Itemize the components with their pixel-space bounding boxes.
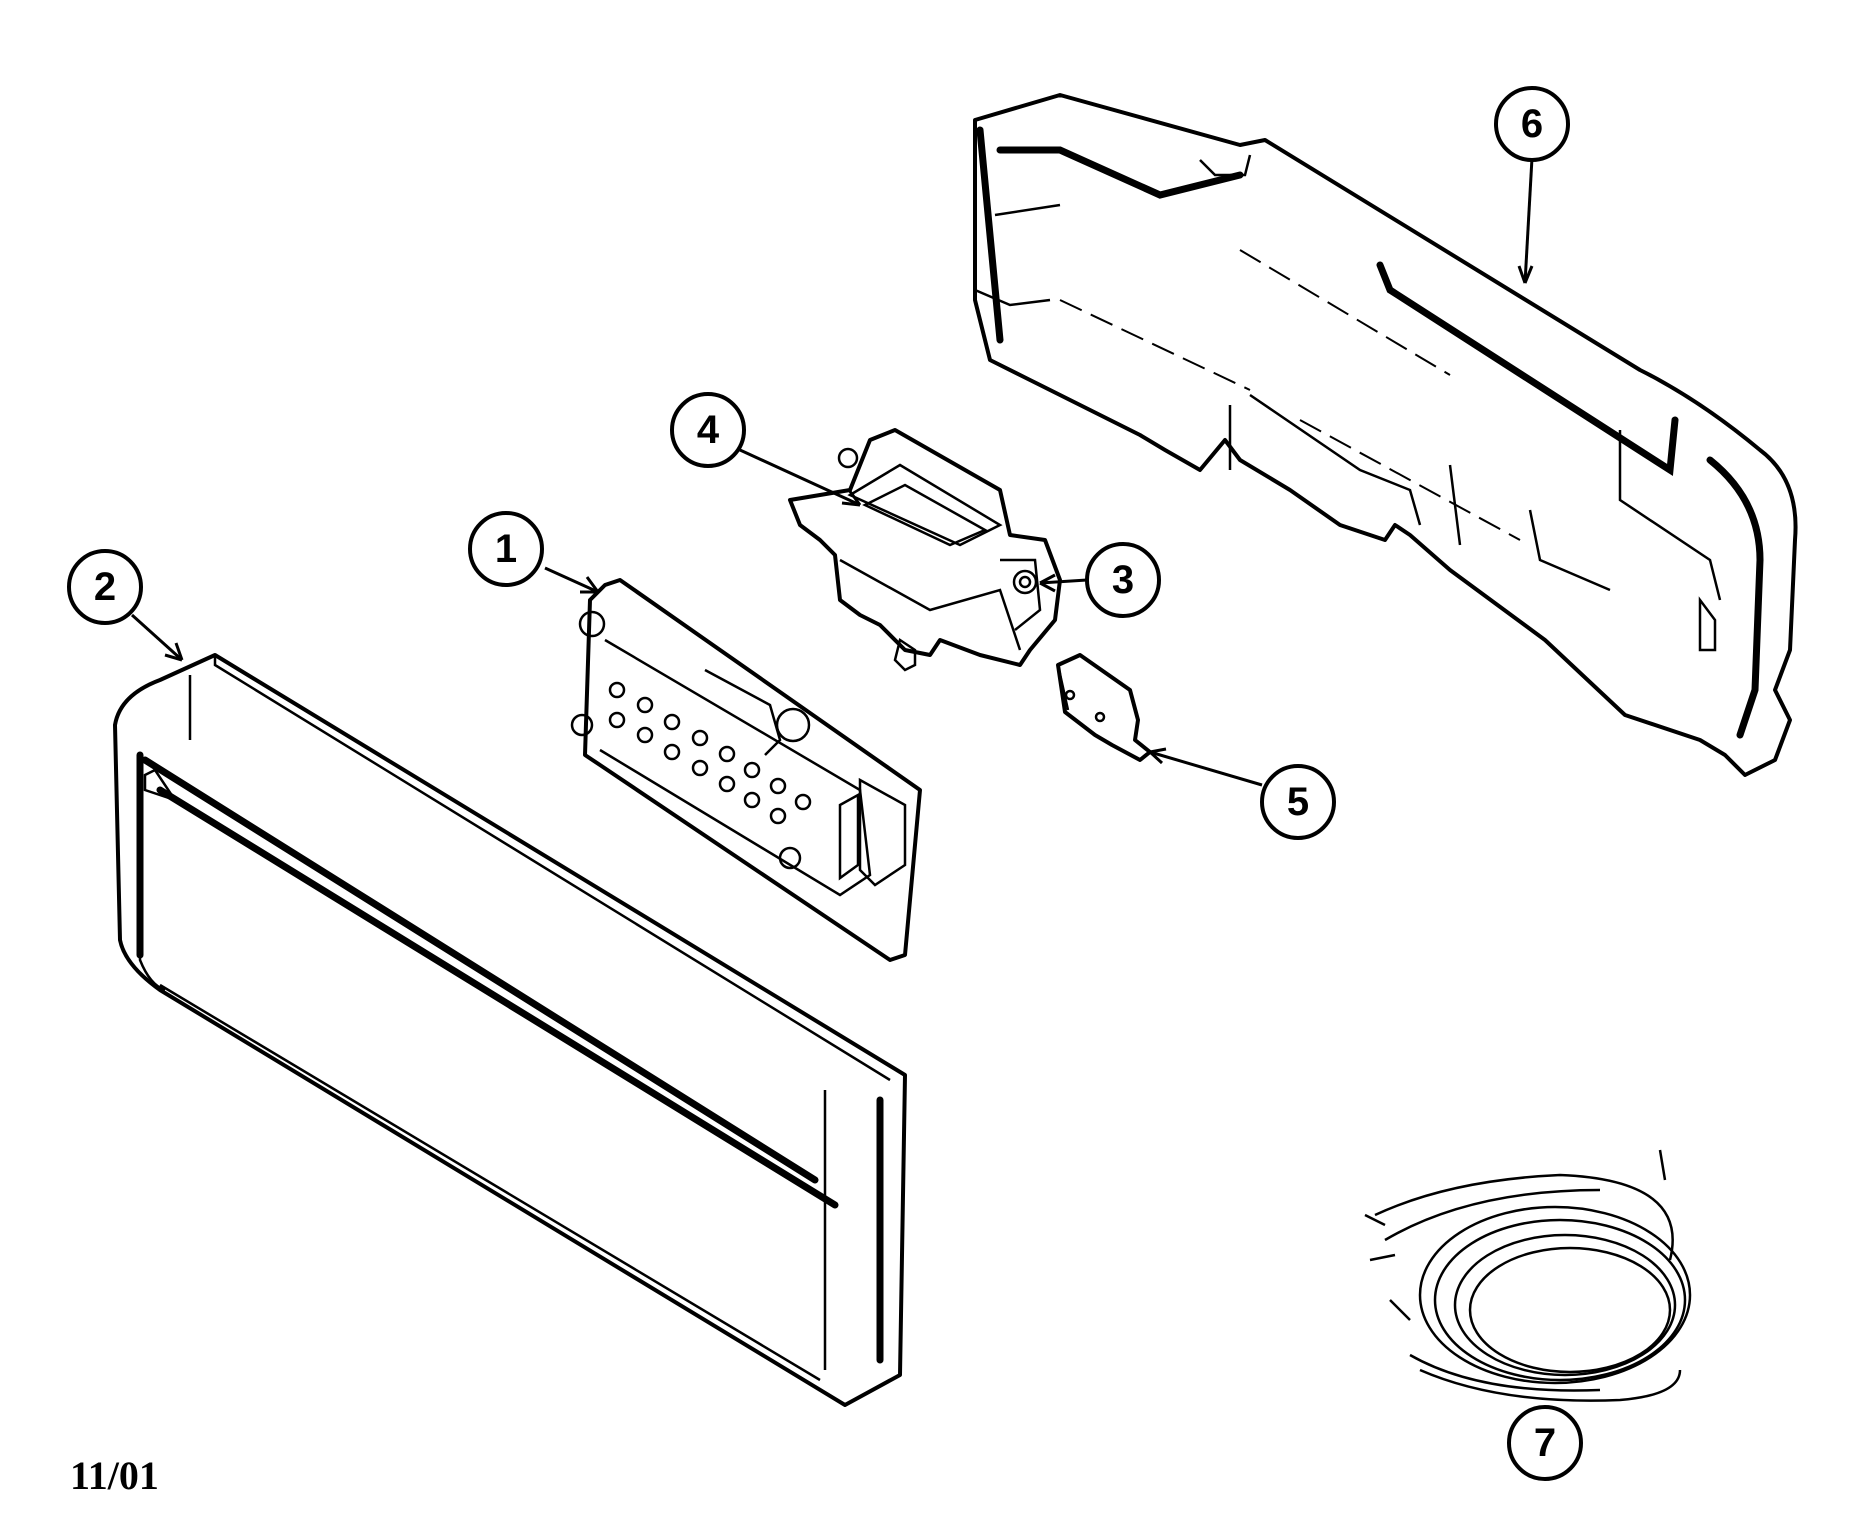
wire-harness — [1364, 1149, 1692, 1402]
callout-7-number: 7 — [1534, 1421, 1556, 1465]
callout-6-number: 6 — [1521, 102, 1543, 146]
control-board — [570, 578, 922, 962]
date-code: 11/01 — [70, 1453, 159, 1498]
console-panel — [113, 653, 907, 1407]
callout-7: 7 — [1507, 1405, 1583, 1481]
callout-4-number: 4 — [697, 408, 720, 452]
door-latch — [788, 428, 1062, 672]
callout-5-number: 5 — [1287, 780, 1309, 824]
callout-2-number: 2 — [94, 565, 116, 609]
callout-3-number: 3 — [1112, 558, 1134, 602]
callout-2: 2 — [67, 549, 143, 625]
micro-switch — [1056, 653, 1152, 762]
callout-1-number: 1 — [495, 527, 517, 571]
callout-1: 1 — [468, 511, 544, 587]
leader-lines — [130, 157, 1534, 787]
callout-3: 3 — [1085, 542, 1161, 618]
callout-5: 5 — [1260, 764, 1336, 840]
callout-6: 6 — [1494, 86, 1570, 162]
console-shroud — [973, 93, 1798, 777]
callout-4: 4 — [670, 392, 746, 468]
